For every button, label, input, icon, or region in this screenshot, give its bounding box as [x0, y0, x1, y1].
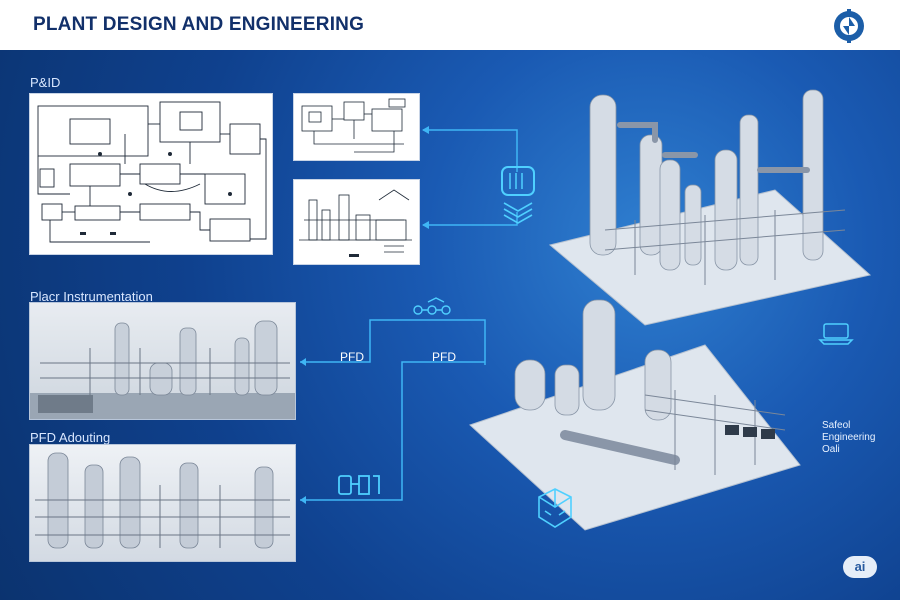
- instrumentation-photo[interactable]: [29, 302, 296, 420]
- flow-component-icon[interactable]: [335, 470, 383, 502]
- ai-badge[interactable]: ai: [843, 556, 877, 578]
- schematic-panel-bottom[interactable]: [293, 179, 420, 265]
- plant-3d-render-bottom: [469, 299, 801, 531]
- plant-equipment-render-1: [30, 320, 295, 419]
- schematic-drawing-top: [301, 98, 406, 153]
- monitor-device-icon[interactable]: [818, 320, 856, 346]
- pid-schematic: [37, 101, 267, 243]
- pfd-photo[interactable]: [29, 444, 296, 562]
- database-stack-icon[interactable]: [498, 165, 538, 227]
- pfd-flow-label-right: PFD: [432, 350, 456, 364]
- gear-logo-icon: [834, 9, 864, 43]
- schematic-panel-top[interactable]: [293, 93, 420, 161]
- pfd-section-label: PFD Adouting: [30, 430, 111, 445]
- pid-section-label: P&ID: [30, 75, 61, 90]
- header-bar: PLANT DESIGN AND ENGINEERING: [0, 0, 900, 50]
- plant-equipment-render-2: [35, 452, 290, 549]
- annotation-line-3: Oali: [822, 444, 840, 455]
- annotation-text: Safeol Engineering Oali: [822, 420, 875, 456]
- pid-diagram-panel[interactable]: [29, 93, 273, 255]
- puzzle-cube-icon[interactable]: [535, 485, 575, 533]
- valve-connector-icon[interactable]: [410, 294, 456, 318]
- annotation-line-2: Engineering: [822, 432, 876, 443]
- instrumentation-section-label: Placr Instrumentation: [30, 289, 153, 304]
- schematic-drawing-bottom: [299, 189, 412, 257]
- annotation-line-1: Safeol: [822, 420, 851, 431]
- plant-3d-render-top: [548, 89, 872, 326]
- page-title: PLANT DESIGN AND ENGINEERING: [33, 14, 365, 35]
- pfd-flow-label-left: PFD: [340, 350, 364, 364]
